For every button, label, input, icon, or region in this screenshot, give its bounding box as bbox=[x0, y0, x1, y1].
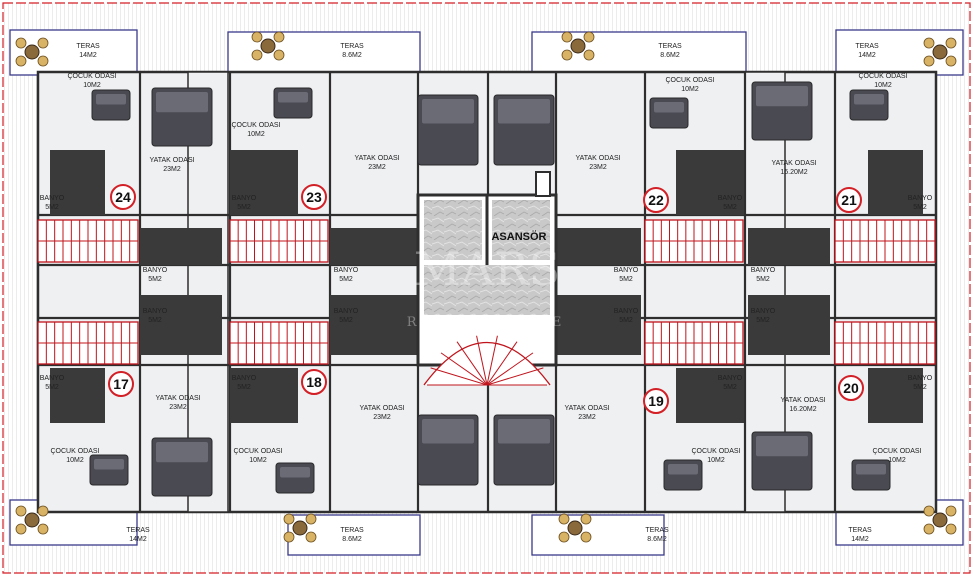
unit-badge-19: 19 bbox=[643, 388, 669, 414]
svg-text:23: 23 bbox=[306, 189, 322, 205]
svg-text:17: 17 bbox=[113, 376, 129, 392]
elevator-label: ASANSÖR bbox=[491, 230, 546, 243]
unit-badge-23: 23 bbox=[301, 184, 327, 210]
svg-text:19: 19 bbox=[648, 393, 664, 409]
unit-badge-18: 18 bbox=[301, 369, 327, 395]
unit-badge-20: 20 bbox=[838, 375, 864, 401]
svg-text:21: 21 bbox=[841, 192, 857, 208]
bathrooms bbox=[50, 150, 923, 423]
unit-badge-22: 22 bbox=[643, 187, 669, 213]
unit-badges: 24 23 22 21 17 18 19 20 bbox=[108, 184, 864, 414]
beds bbox=[89, 81, 891, 497]
svg-text:18: 18 bbox=[306, 374, 322, 390]
terrace-tables bbox=[15, 31, 957, 543]
stair-steps bbox=[38, 220, 935, 386]
watermark-main: MARS bbox=[414, 242, 560, 296]
unit-badge-17: 17 bbox=[108, 371, 134, 397]
svg-text:22: 22 bbox=[648, 192, 664, 208]
svg-text:20: 20 bbox=[843, 380, 859, 396]
unit-badge-21: 21 bbox=[836, 187, 862, 213]
watermark-sub: REAL ESTATE bbox=[407, 315, 568, 330]
svg-text:24: 24 bbox=[115, 189, 131, 205]
unit-badge-24: 24 bbox=[110, 184, 136, 210]
